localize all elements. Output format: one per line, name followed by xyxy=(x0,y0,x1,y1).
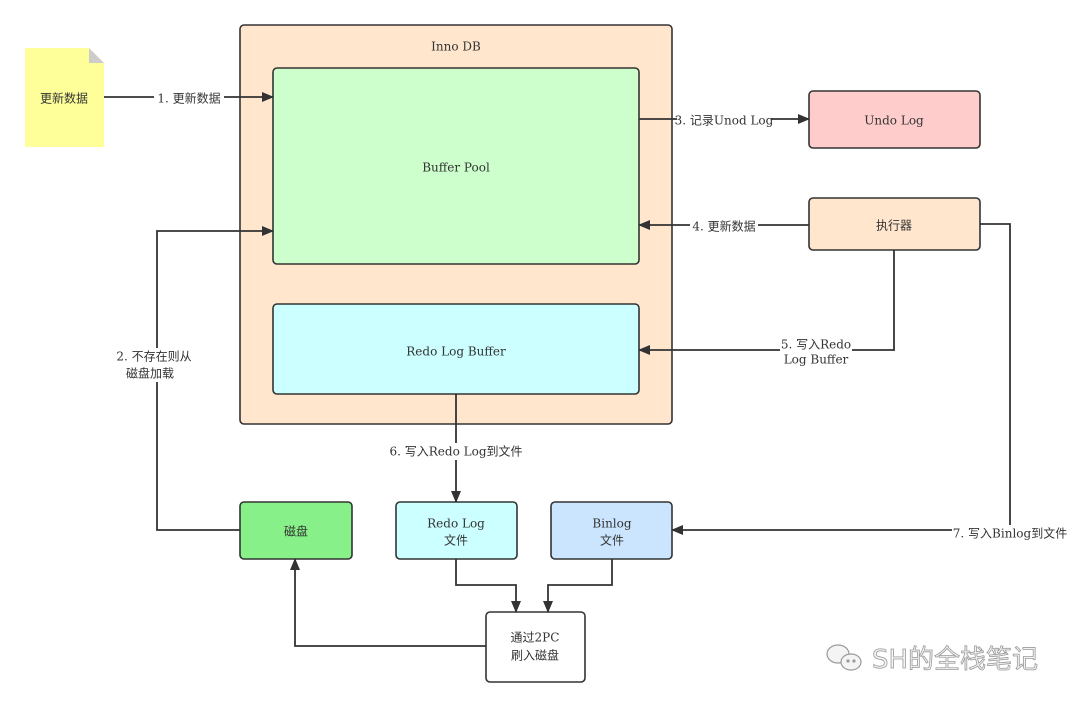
edge-3-record-undo-log: 3. 记录Unod Log xyxy=(639,112,810,128)
redo-log-file-node[interactable]: Redo Log 文件 xyxy=(395,501,518,560)
edge-7-label: 7. 写入Binlog到文件 xyxy=(953,526,1067,541)
edge-5-label-1: 5. 写入Redo xyxy=(781,338,851,352)
edge-6-label: 6. 写入Redo Log到文件 xyxy=(390,444,523,459)
binlog-file-label-1: Binlog xyxy=(592,517,631,531)
wechat-icon xyxy=(826,644,862,671)
executor-label: 执行器 xyxy=(876,219,912,233)
two-pc-flush-node[interactable]: 通过2PC 刷入磁盘 xyxy=(485,611,586,683)
redo-log-file-label-1: Redo Log xyxy=(427,517,485,531)
redo-log-file-label-2: 文件 xyxy=(444,533,468,548)
watermark-text: SH的全栈笔记 xyxy=(872,645,1038,675)
update-data-document-label: 更新数据 xyxy=(40,91,88,106)
edge-redo-file-to-2pc xyxy=(455,559,521,613)
undo-log-node[interactable]: Undo Log xyxy=(808,90,981,149)
edge-4-update-data: 4. 更新数据 xyxy=(638,218,809,234)
watermark: SH的全栈笔记 xyxy=(826,644,1038,675)
edge-2pc-to-disk xyxy=(290,558,486,647)
edge-3-label: 3. 记录Unod Log xyxy=(675,114,774,128)
edge-2-label-1: 2. 不存在则从 xyxy=(116,350,191,364)
redo-log-buffer-node[interactable]: Redo Log Buffer xyxy=(272,303,640,395)
buffer-pool-node[interactable]: Buffer Pool xyxy=(272,67,640,265)
buffer-pool-label: Buffer Pool xyxy=(422,161,490,175)
edge-4-label: 4. 更新数据 xyxy=(692,219,755,234)
edge-5-write-redo-log-buffer: 5. 写入Redo Log Buffer xyxy=(638,250,895,368)
edge-5-label-2: Log Buffer xyxy=(784,353,849,367)
edge-2-load-from-disk: 2. 不存在则从 磁盘加载 xyxy=(112,226,274,531)
edge-binlog-file-to-2pc xyxy=(543,559,613,613)
innodb-label: Inno DB xyxy=(431,40,481,54)
undo-log-label: Undo Log xyxy=(864,114,924,128)
two-pc-label-1: 通过2PC xyxy=(511,631,560,645)
redo-log-buffer-label: Redo Log Buffer xyxy=(406,345,506,359)
disk-label: 磁盘 xyxy=(284,524,308,539)
edge-7-write-binlog-file: 7. 写入Binlog到文件 xyxy=(671,223,1068,542)
disk-node[interactable]: 磁盘 xyxy=(239,501,353,560)
edge-2-label-2: 磁盘加载 xyxy=(126,366,174,381)
update-data-document-node[interactable]: 更新数据 xyxy=(25,48,104,147)
two-pc-label-2: 刷入磁盘 xyxy=(511,648,559,663)
edge-1-update-data: 1. 更新数据 xyxy=(104,90,274,106)
edge-6-write-redo-log-file: 6. 写入Redo Log到文件 xyxy=(390,394,523,503)
binlog-file-node[interactable]: Binlog 文件 xyxy=(550,501,673,560)
binlog-file-label-2: 文件 xyxy=(600,533,624,548)
edge-1-label: 1. 更新数据 xyxy=(157,91,220,106)
executor-node[interactable]: 执行器 xyxy=(808,197,981,251)
